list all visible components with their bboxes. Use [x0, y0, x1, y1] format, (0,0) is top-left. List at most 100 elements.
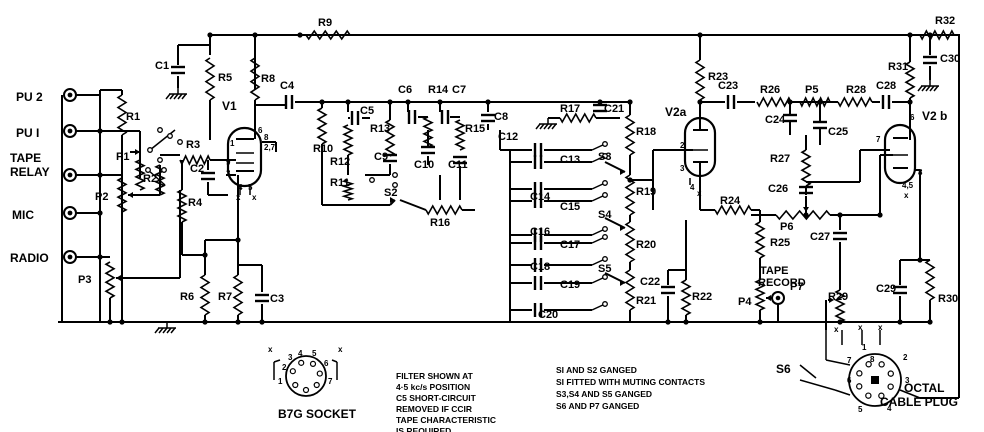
resistor-r27	[800, 149, 812, 187]
resistor-r10	[316, 107, 328, 145]
resistor-r18	[624, 114, 636, 156]
capacitor-label: C15	[560, 201, 580, 213]
pot-label: P1	[116, 151, 129, 163]
switch-label: S5	[598, 263, 611, 275]
pin-number: 1	[278, 377, 283, 386]
capacitor-label: C30	[940, 53, 960, 65]
ground-hatch	[165, 93, 171, 100]
resistor-label: R8	[261, 73, 275, 85]
junction-dot	[319, 99, 325, 105]
capacitor-label: C9	[374, 151, 388, 163]
switch-arm	[147, 169, 166, 186]
resistor-label: R24	[720, 195, 741, 207]
pin-number: 8	[264, 133, 269, 142]
resistor-label: R29	[828, 291, 848, 303]
switch-contact	[602, 141, 608, 147]
switch-contact	[147, 147, 153, 153]
resistor-label: R22	[692, 291, 712, 303]
ground-hatch	[929, 85, 935, 92]
wiper-arrow	[620, 169, 625, 175]
junction-dot	[787, 99, 793, 105]
ground-hatch	[933, 85, 939, 92]
switch-contact	[157, 157, 163, 163]
ground-hatch	[158, 327, 164, 334]
input-label: RELAY	[10, 165, 50, 179]
wire	[399, 199, 427, 211]
junction-dot	[97, 172, 103, 178]
resistor-label: R28	[846, 84, 866, 96]
capacitor-label: C18	[530, 261, 550, 273]
junction-dot	[252, 32, 258, 38]
pot-label: P6	[780, 221, 793, 233]
wiper-arrow	[829, 297, 834, 303]
pot-label: P5	[805, 84, 818, 96]
resistor-label: R27	[770, 153, 790, 165]
valve-label: V2a	[665, 105, 687, 119]
resistor-label: R31	[888, 61, 908, 73]
junction-dot	[485, 99, 491, 105]
resistor-label: R23	[708, 71, 728, 83]
resistor-r5	[204, 57, 216, 101]
socket-pin	[309, 360, 317, 367]
wire	[899, 389, 921, 399]
resistor-r15	[454, 119, 466, 151]
resistor-r20	[624, 221, 636, 263]
wiper-arrow	[128, 192, 133, 198]
ground-hatch	[162, 327, 168, 334]
resistor-label: R6	[180, 291, 194, 303]
valve-label: V2 b	[922, 109, 947, 123]
resistor-label: R19	[636, 186, 656, 198]
capacitor-label: C24	[765, 114, 786, 126]
switch-contact	[602, 180, 608, 186]
switch-contact	[167, 133, 173, 139]
plug-pin	[887, 370, 894, 377]
junction-dot	[97, 128, 103, 134]
junction-dot	[877, 212, 883, 218]
junction-dot	[907, 99, 913, 105]
pin-number: 2,7	[264, 143, 276, 152]
plug-pin	[865, 392, 872, 399]
pin-number: 4	[887, 404, 892, 413]
resistor-r19	[624, 174, 636, 216]
capacitor-label: C12	[498, 131, 518, 143]
resistor-label: R26	[760, 84, 780, 96]
jack-center	[67, 210, 73, 216]
ground-hatch	[181, 93, 187, 100]
pin-number: 2	[903, 353, 908, 362]
wiring	[58, 32, 960, 399]
junction-dot	[97, 254, 103, 260]
capacitor-label: C11	[448, 159, 468, 171]
pot-p6	[775, 209, 831, 221]
note-line: TAPE CHARACTERISTIC	[396, 415, 496, 425]
junction-dot	[897, 319, 903, 325]
resistor-r17	[559, 112, 597, 124]
switch-contact	[602, 256, 608, 262]
resistor-r7	[232, 274, 244, 316]
ground-hatch	[551, 123, 557, 130]
socket-pin	[316, 370, 323, 377]
note-line: REMOVED IF CCIR	[396, 404, 472, 414]
junction-dot	[97, 210, 103, 216]
pot-label: P3	[78, 274, 91, 286]
resistor-r14	[422, 116, 434, 148]
pin-number: 6	[847, 376, 852, 385]
pin-number: x	[236, 193, 241, 202]
resistor-label: R1	[126, 111, 140, 123]
pin-number: 7	[847, 356, 852, 365]
input-label: PU I	[16, 126, 39, 140]
junction-dot	[259, 319, 265, 325]
valve-v1-envelope	[226, 126, 263, 188]
switch-label: S4	[598, 209, 612, 221]
capacitor-label: C23	[718, 80, 738, 92]
socket-pin	[289, 368, 296, 375]
resistor-label: R4	[188, 197, 203, 209]
switch-contact	[392, 172, 398, 178]
resistor-label: R2	[143, 173, 157, 185]
junction-dot	[757, 319, 763, 325]
resistor-r2	[154, 164, 166, 196]
note-line: SI AND S2 GANGED	[556, 365, 637, 375]
plug-pin	[887, 383, 894, 390]
capacitor-label: C19	[560, 279, 580, 291]
capacitor-label: C17	[560, 239, 580, 251]
